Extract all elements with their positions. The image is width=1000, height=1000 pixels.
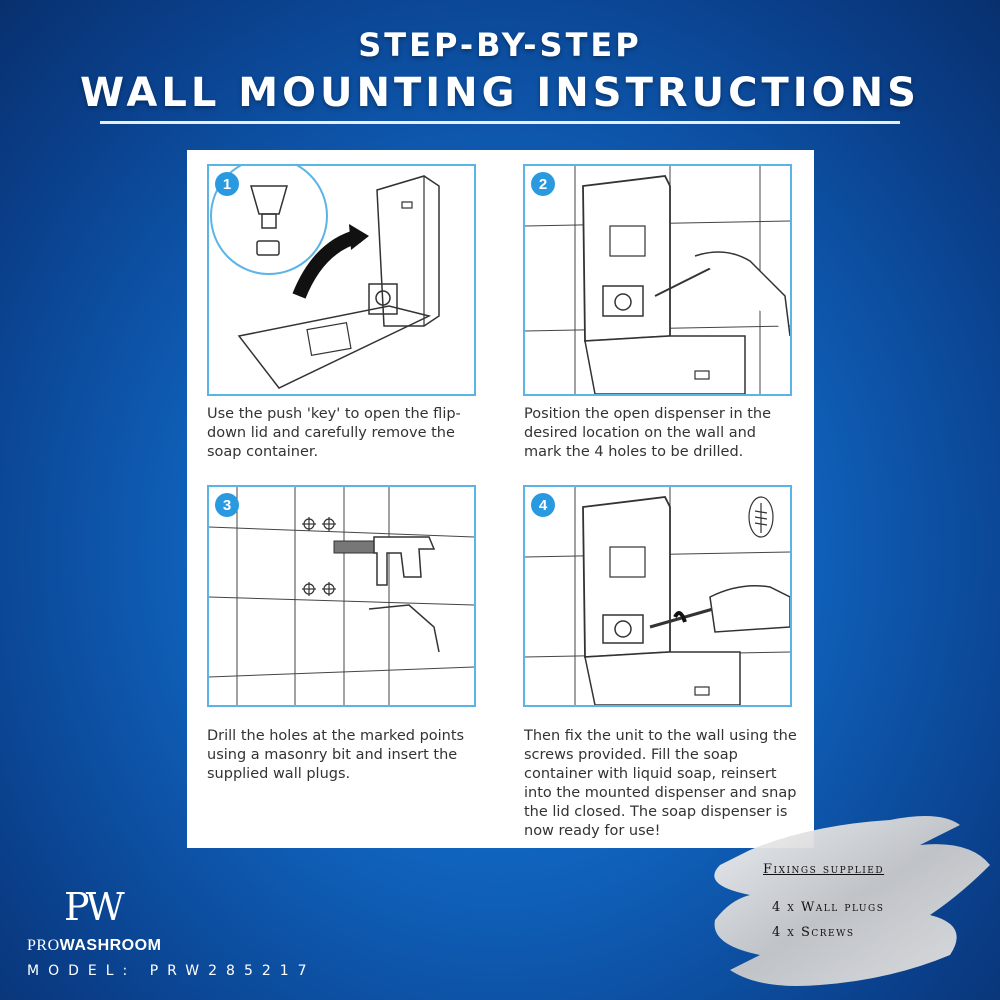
step-2-badge: 2 (531, 172, 555, 196)
dispenser-open-lid-icon (210, 166, 440, 389)
step-4-text: Then fix the unit to the wall using the … (524, 728, 797, 839)
step-3-illustration: 3 (207, 485, 476, 707)
step-1-text: Use the push 'key' to open the flip-down… (207, 406, 461, 460)
brand-name: PROWASHROOM (27, 937, 161, 955)
step-2-text: Position the open dispenser in the desir… (524, 406, 772, 460)
brand-name-bold: WASHROOM (59, 937, 162, 954)
title-line-2: WALL MOUNTING INSTRUCTIONS (80, 70, 920, 116)
brand-name-light: PRO (27, 937, 60, 954)
step-1-badge: 1 (215, 172, 239, 196)
fixings-title: Fixings supplied (763, 862, 885, 877)
brand-logo: PW (64, 885, 125, 929)
model-number: MODEL: PRW285217 (27, 963, 316, 979)
step-1-illustration: 1 (207, 164, 476, 396)
step-3-badge: 3 (215, 493, 239, 517)
marking-wall-icon (525, 166, 790, 394)
step-3-text: Drill the holes at the marked points usi… (207, 728, 465, 782)
fixings-item-screws: 4 x Screws (772, 925, 855, 940)
step-2-illustration: 2 (523, 164, 792, 396)
fixing-screws-icon (525, 487, 790, 705)
title-line-1: STEP-BY-STEP (358, 26, 642, 64)
step-4-illustration: 4 (523, 485, 792, 707)
fixings-item-wall-plugs: 4 x Wall plugs (772, 900, 885, 915)
instructions-card: 1 Use the push 'key' to open the flip-do… (187, 150, 814, 848)
step-4-badge: 4 (531, 493, 555, 517)
brush-stroke-background (714, 816, 990, 986)
drilling-wall-icon (209, 487, 474, 705)
title-divider (100, 121, 900, 124)
